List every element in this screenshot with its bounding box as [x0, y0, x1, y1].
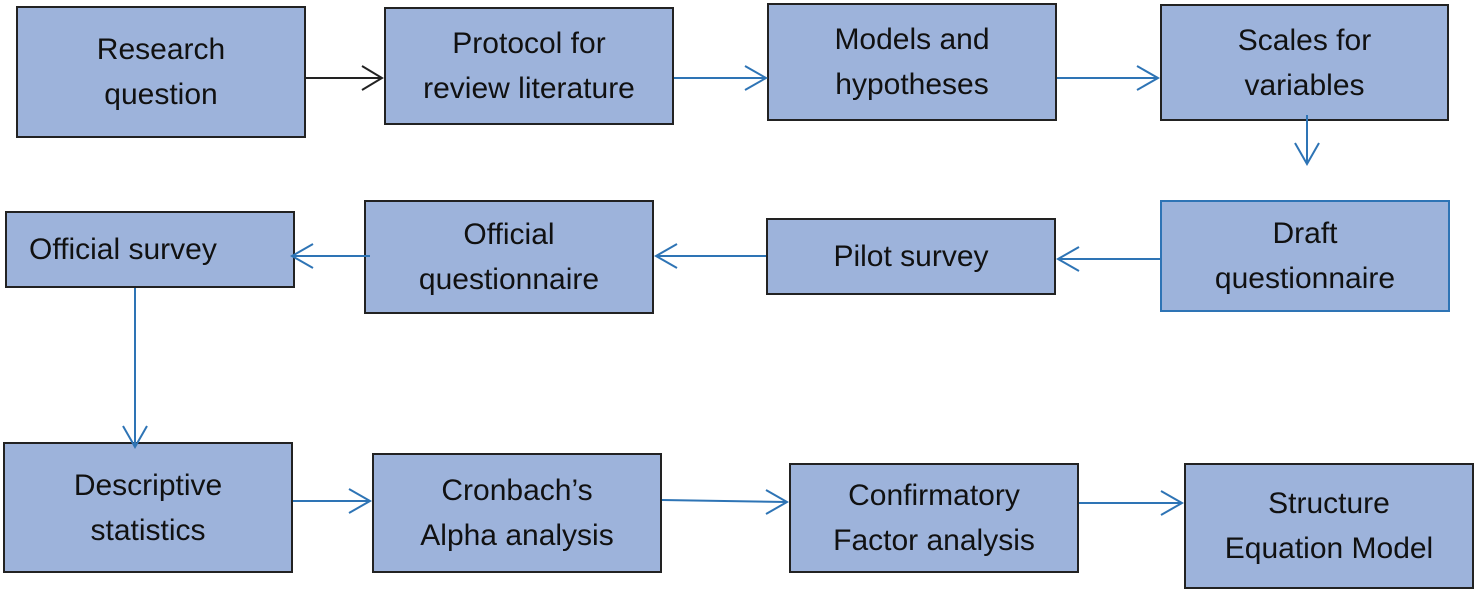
node-official-questionnaire: Official questionnaire: [364, 200, 654, 314]
node-label: Protocol for review literature: [423, 27, 635, 105]
arrow-models-to-scales: [1057, 65, 1161, 91]
node-label: Cronbach’s Alpha analysis: [420, 474, 614, 552]
arrow-draft-to-pilot: [1055, 246, 1160, 272]
arrow-descriptive-to-cronbach: [293, 488, 373, 514]
arrow-official-questionnaire-to-official-survey: [289, 243, 370, 269]
node-label: Scales for variables: [1237, 23, 1372, 102]
node-label: Draft questionnaire: [1214, 217, 1396, 295]
node-label: Research question: [96, 33, 226, 111]
arrow-cfa-to-sem: [1079, 490, 1185, 516]
arrow-protocol-to-models: [674, 65, 769, 91]
node-descriptive-statistics: Descriptive statistics: [3, 442, 293, 573]
arrow-official-survey-to-descriptive: [122, 288, 148, 450]
node-models-hypotheses: Models and hypotheses: [767, 3, 1057, 121]
arrow-research-to-protocol: [306, 65, 384, 91]
node-cronbach-alpha: Cronbach’s Alpha analysis: [372, 453, 662, 573]
node-label: Pilot survey: [833, 240, 989, 273]
node-label: Official survey: [29, 233, 217, 266]
node-protocol-review-literature: Protocol for review literature: [384, 7, 674, 125]
node-label: Confirmatory Factor analysis: [833, 479, 1035, 557]
arrow-cronbach-to-cfa: [661, 489, 790, 515]
node-label: Official questionnaire: [418, 218, 600, 296]
node-label: Descriptive statistics: [73, 468, 223, 547]
node-structure-equation-model: Structure Equation Model: [1184, 463, 1474, 589]
node-label: Structure Equation Model: [1224, 487, 1434, 565]
arrow-scales-to-draft: [1294, 115, 1320, 167]
node-confirmatory-factor-analysis: Confirmatory Factor analysis: [789, 463, 1079, 573]
arrow-pilot-to-official-questionnaire: [653, 243, 766, 269]
node-official-survey: Official survey: [5, 211, 295, 288]
node-pilot-survey: Pilot survey: [766, 218, 1056, 295]
node-draft-questionnaire: Draft questionnaire: [1160, 200, 1450, 312]
node-scales-variables: Scales for variables: [1160, 4, 1449, 121]
node-label: Models and hypotheses: [834, 23, 990, 101]
node-research-question: Research question: [16, 6, 306, 138]
